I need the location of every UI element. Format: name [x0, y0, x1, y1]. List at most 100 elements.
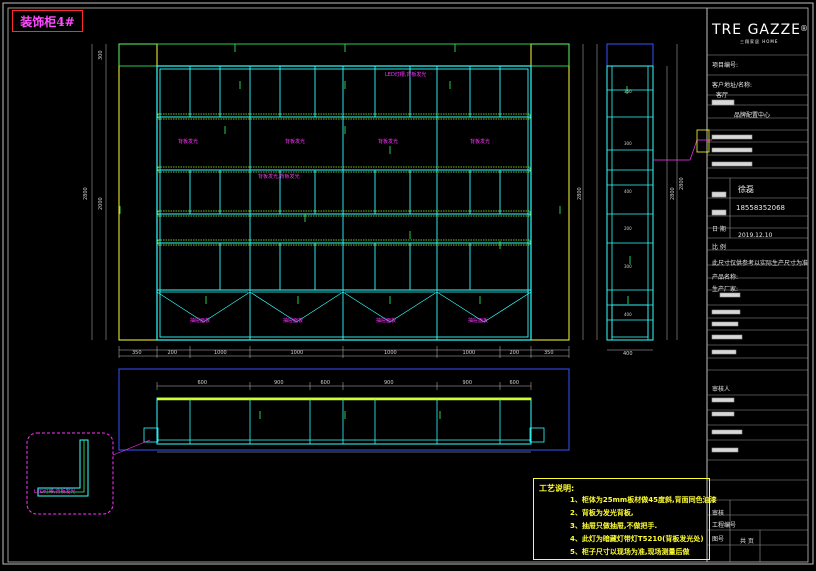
inner-frame	[7, 7, 809, 563]
field-date-value: 2019.12.10	[738, 232, 773, 239]
note-line-3: 3、抽屉只做抽屉,不做把手.	[570, 522, 658, 530]
tb-fill-block	[711, 134, 753, 140]
dim-bottom-label: 350	[544, 350, 554, 356]
tb-fill-block	[711, 397, 735, 403]
sign-row-3: 图号	[712, 536, 725, 543]
sign-row-2: 工程编号	[712, 522, 737, 529]
dim-bottom-label: 1000	[290, 350, 304, 356]
side-shelves	[607, 66, 653, 340]
dim-side-height: 2800	[670, 187, 676, 200]
shelf-label: 背板发光	[285, 139, 306, 145]
detail-callout	[26, 432, 151, 515]
tb-fill-block	[711, 447, 739, 453]
lamp-note-2: 背板发光,背板发光	[258, 174, 300, 180]
lamp-note: LED灯槽,背板发光	[385, 72, 427, 78]
field-designer: 徐磊	[738, 185, 754, 194]
cabinet-body	[156, 65, 532, 341]
drawers	[156, 291, 532, 323]
detail-bubble	[26, 432, 114, 515]
detail-leader	[112, 439, 151, 456]
brand-logo: TRE GAZZE	[712, 22, 802, 38]
tb-fill-block	[711, 309, 741, 315]
brand-logo-mark: ®	[800, 24, 808, 33]
drawer-label: 抽屉面板	[468, 318, 489, 324]
tb-fill-block	[711, 147, 753, 153]
dim-bottom-label: 1000	[462, 350, 476, 356]
glass-shelf	[157, 113, 531, 120]
tb-fill-block	[711, 429, 743, 435]
notes-heading: 工艺说明:	[539, 484, 575, 493]
glass-shelf	[157, 210, 531, 217]
field-disclaimer: 此尺寸仅供参考以实际生产尺寸为准	[712, 260, 809, 267]
tb-fill-block	[711, 161, 753, 167]
field-manufacturer: 生产厂家:	[712, 286, 739, 293]
field-scale-label: 比 例	[712, 244, 726, 251]
page-label: 共 页	[740, 538, 754, 545]
plan-cabinet	[156, 397, 532, 445]
dim-left-height: 2000	[98, 197, 104, 210]
detail-profile-inner	[40, 440, 85, 493]
tb-fill-block	[711, 334, 743, 340]
dim-total-height: 2800	[83, 187, 89, 200]
drawer-v	[342, 291, 438, 323]
tb-fill-block	[711, 209, 727, 216]
note-line-1: 1、柜体为25mm板材做45度斜,背面同色油漆	[570, 496, 717, 504]
drawer-label: 抽屉面板	[283, 318, 304, 324]
side-leader	[653, 139, 712, 161]
detail-profile	[37, 439, 89, 497]
field-project: 项目编号:	[712, 62, 739, 69]
drawer-v	[249, 291, 344, 323]
drawer-label: 抽屉面板	[376, 318, 397, 324]
detail-note: LED灯带,背板发光	[34, 489, 76, 495]
drawer-v	[436, 291, 532, 323]
dim-side-section: 300	[624, 263, 632, 269]
plan-partitions	[143, 399, 545, 444]
dim-bottom-label: 350	[132, 350, 142, 356]
field-address: 客户地址/名称:	[712, 82, 753, 89]
shelf-label: 背板发光	[178, 139, 199, 145]
glass-shelf	[157, 239, 531, 246]
dim-top-height: 300	[98, 50, 104, 60]
dim-plan-label: 900	[462, 380, 473, 386]
drawing-title: 装饰柜4#	[12, 10, 83, 32]
cabinet-grid	[156, 65, 532, 341]
dim-plan-label: 900	[384, 380, 394, 386]
dim-plan-label: 600	[197, 380, 208, 386]
plan-outline	[118, 368, 570, 451]
dim-side-width: 400	[623, 351, 633, 357]
tb-fill-block	[711, 321, 739, 327]
plan-corner-left	[143, 427, 159, 443]
plan-dimensions	[156, 382, 532, 453]
dim-plan-label: 600	[320, 380, 331, 386]
note-line-2: 2、背板为发光背板,	[570, 509, 634, 517]
field-product-name: 产品名称:	[712, 274, 739, 281]
side-callout-box	[696, 129, 710, 153]
side-body	[606, 65, 654, 341]
field-category: 品牌配置中心	[734, 112, 771, 119]
dim-bottom-label: 200	[167, 350, 178, 356]
tb-fill-block	[711, 99, 735, 106]
note-line-4: 4、此灯为暗藏灯带灯T5210(背板发光处)	[570, 535, 704, 543]
process-notes: 工艺说明: 1、柜体为25mm板材做45度斜,背面同色油漆 2、背板为发光背板,…	[533, 478, 717, 560]
front-dimensions	[91, 44, 584, 358]
dim-side-height-2: 2800	[679, 177, 685, 190]
dim-right-height: 2800	[577, 187, 583, 200]
note-line-5: 5、柜子尺寸以现场为准,现场测量后做	[570, 548, 690, 556]
dim-side-section: 400	[624, 189, 632, 194]
field-date-label: 日 期	[712, 226, 726, 233]
sign-row-1: 审核	[712, 510, 725, 517]
glass-shelf	[157, 166, 531, 173]
dim-side-section: 400	[624, 312, 632, 317]
plan-view	[118, 368, 570, 453]
dim-plan-label: 900	[274, 380, 284, 386]
tb-fill-block	[711, 411, 735, 417]
field-room: 客厅	[716, 92, 729, 99]
drawer-label: 抽屉面板	[190, 318, 211, 324]
front-elevation	[91, 43, 631, 419]
dim-bottom-label: 1000	[384, 350, 397, 356]
dim-plan-label: 600	[509, 380, 520, 386]
dim-bottom-label: 200	[509, 350, 520, 356]
